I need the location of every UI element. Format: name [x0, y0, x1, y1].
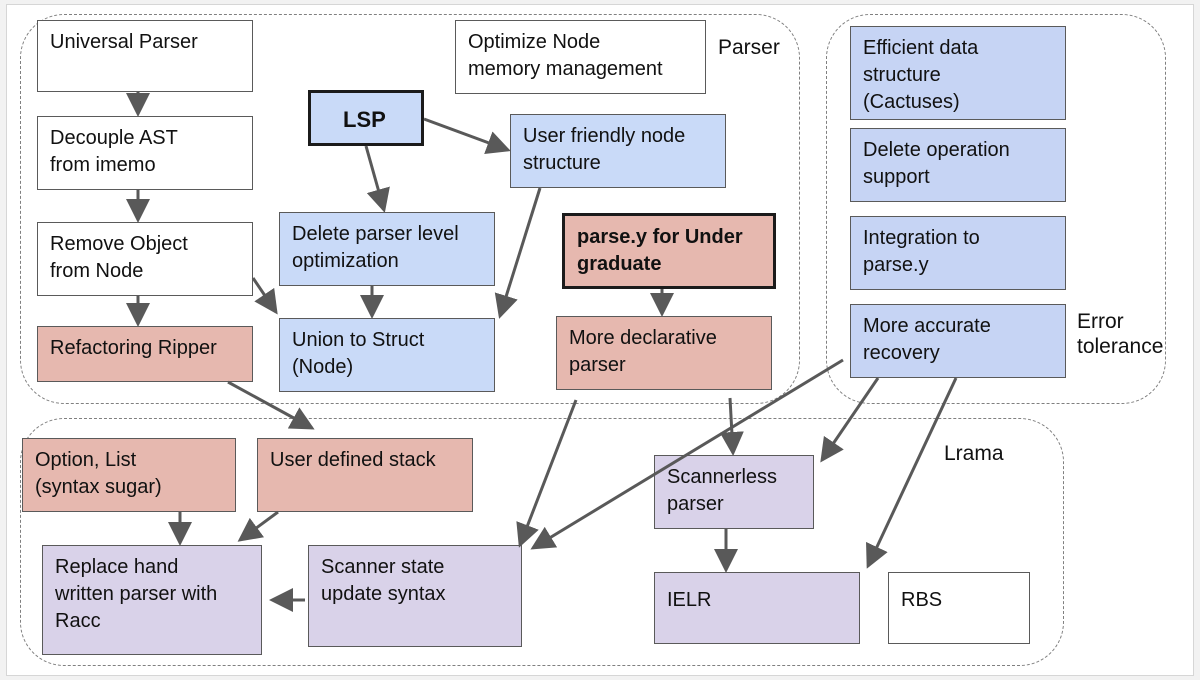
delete-parser-level-optimization-node: Delete parser level optimization — [279, 212, 495, 286]
optimize-node-memory-node: Optimize Node memory management — [455, 20, 706, 94]
delete-operation-support-node: Delete operation support — [850, 128, 1066, 202]
ielr-node: IELR — [654, 572, 860, 644]
lsp-node: LSP — [308, 90, 424, 146]
universal-parser-node: Universal Parser — [37, 20, 253, 92]
parse-y-undergraduate-node: parse.y for Under graduate — [562, 213, 776, 289]
refactoring-ripper-node: Refactoring Ripper — [37, 326, 253, 382]
replace-hand-written-parser-node: Replace hand written parser with Racc — [42, 545, 262, 655]
more-accurate-recovery-node: More accurate recovery — [850, 304, 1066, 378]
union-to-struct-node: Union to Struct (Node) — [279, 318, 495, 392]
scanner-state-update-syntax-node: Scanner state update syntax — [308, 545, 522, 647]
parser-group — [20, 14, 800, 404]
error-tolerance-group — [826, 14, 1166, 404]
scannerless-parser-node: Scannerless parser — [654, 455, 814, 529]
decouple-ast-node: Decouple AST from imemo — [37, 116, 253, 190]
parser-group-label: Parser — [718, 36, 780, 59]
error-tolerance-group-label: Error tolerance — [1077, 310, 1164, 358]
lrama-group-label: Lrama — [944, 442, 1004, 465]
efficient-data-structure-node: Efficient data structure (Cactuses) — [850, 26, 1066, 120]
remove-object-node: Remove Object from Node — [37, 222, 253, 296]
user-friendly-node-structure-node: User friendly node structure — [510, 114, 726, 188]
rbs-node: RBS — [888, 572, 1030, 644]
user-defined-stack-node: User defined stack — [257, 438, 473, 512]
more-declarative-parser-node: More declarative parser — [556, 316, 772, 390]
option-list-syntax-sugar-node: Option, List (syntax sugar) — [22, 438, 236, 512]
integration-to-parse-y-node: Integration to parse.y — [850, 216, 1066, 290]
